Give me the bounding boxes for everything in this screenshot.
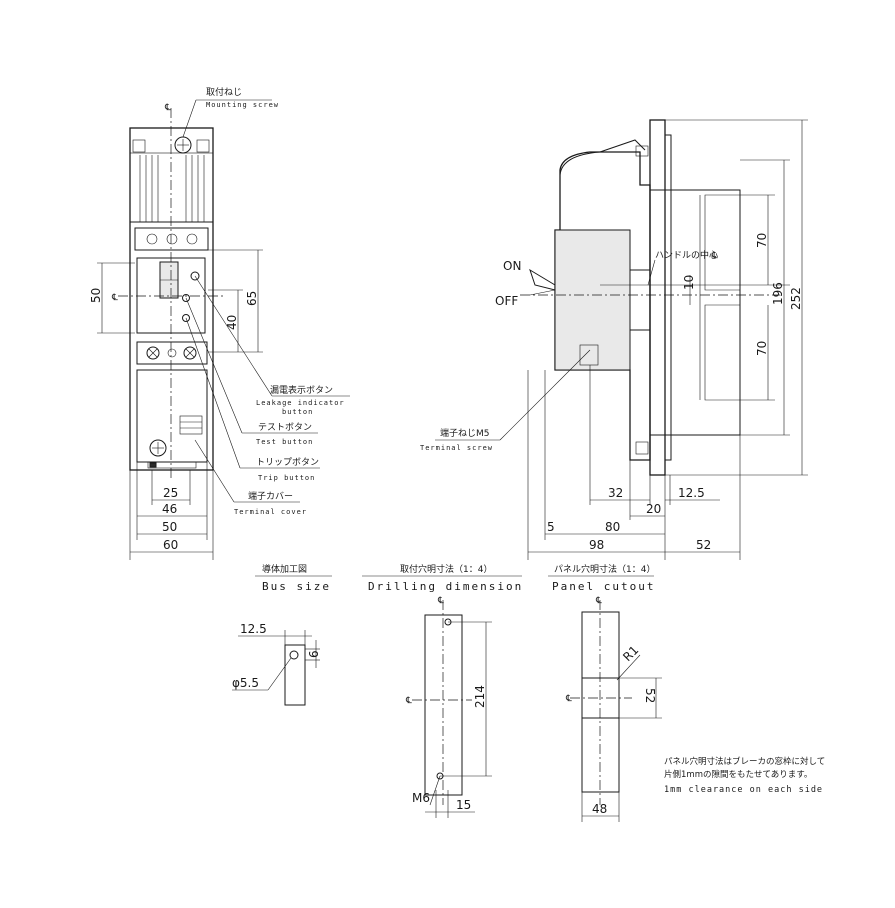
handle-on-position [529,268,556,291]
label-test-en: Test button [256,438,313,446]
drill-centerline-mark: ℄ [437,596,444,606]
front-body-outline [129,127,214,471]
dim-side-5: 5 [547,520,555,534]
leakage-indicator-button [190,271,200,281]
dim-side-12-5: 12.5 [678,486,705,500]
panel-title-jp: パネル穴明寸法（1：4） [554,563,655,575]
panel-centerline-mark: ℄ [595,596,602,606]
dim-side-70-top: 70 [755,233,769,248]
bus-size-detail: 導体加工図 Bus size 12.5 6 φ5.5 [232,563,332,706]
label-leakage-en-1: Leakage indicator [256,399,345,407]
bus-hole [289,650,299,660]
drill-title-jp: 取付穴明寸法（1：4） [400,563,492,575]
front-cooling-fins [130,155,213,223]
bus-title-en: Bus size [262,580,331,593]
panel-centerline-mark-h: ℄ [565,694,572,704]
dim-side-80: 80 [605,520,620,534]
side-terminal-screw [579,344,599,366]
panel-window [581,677,620,719]
dim-side-252: 252 [789,287,803,310]
note-line-3: 1mm clearance on each side [664,785,823,795]
dim-side-98: 98 [589,538,604,552]
upper-terminal-block [134,227,209,251]
side-mounting-plate [649,119,666,476]
side-body-lower [554,229,631,371]
label-on: ON [503,259,521,273]
label-mounting-screw-jp: 取付ねじ [206,87,242,98]
panel-cutout-detail: パネル穴明寸法（1：4） Panel cutout ℄ ℄ R1 52 48 [548,563,662,822]
test-button [182,294,190,302]
side-view: ON OFF ハンドルの中心 ℄ 端子ねじM5 Terminal screw 7… [420,119,808,560]
dim-side-32: 32 [608,486,623,500]
front-centerline-mark: ℄ [164,103,171,113]
panel-dim-48: 48 [592,802,607,816]
dim-side-70-bottom: 70 [755,341,769,356]
drill-title-en: Drilling dimension [368,580,523,593]
dim-side-196: 196 [771,282,785,305]
mounting-screw-bottom [149,439,167,457]
dim-front-60: 60 [163,538,178,552]
bus-dim-dia: φ5.5 [232,676,259,690]
label-off: OFF [495,294,518,308]
dim-side-20: 20 [646,502,661,516]
label-cover-en: Terminal cover [234,508,307,516]
side-front-face [649,189,741,436]
label-test-jp: テストボタン [258,422,312,433]
panel-note: パネル穴明寸法はブレーカの窓枠に対して 片側1mmの隙間をもたせてあります。 1… [664,756,825,795]
side-handle-base [629,269,651,331]
label-terminal-screw-jp: 端子ねじM5 [440,427,490,439]
label-handle-center-mark: ℄ [711,251,718,261]
front-view: ℄ ℄ 50 65 40 25 46 50 60 取付ねじ Mo [89,87,350,560]
dim-front-25: 25 [163,486,178,500]
lower-terminal-block [136,341,208,365]
drill-dim-15: 15 [456,798,471,812]
note-line-1: パネル穴明寸法はブレーカの窓枠に対して [664,756,825,767]
drill-dim-214: 214 [473,685,487,708]
bus-dim-12-5: 12.5 [240,622,267,636]
label-mounting-screw-en: Mounting screw [206,101,279,109]
dim-front-50-left: 50 [89,288,103,303]
bus-dim-6: 6 [307,650,321,658]
drill-outline [424,614,463,796]
panel-title-en: Panel cutout [552,580,655,593]
front-centerline-mark-h: ℄ [111,293,118,303]
label-leakage-jp: 漏電表示ボタン [270,384,333,396]
drilling-detail: 取付穴明寸法（1：4） Drilling dimension ℄ ℄ 214 M… [362,563,523,818]
dim-front-65: 65 [245,291,259,306]
panel-dim-52: 52 [643,688,657,703]
dim-side-52: 52 [696,538,711,552]
trip-button [182,314,190,322]
panel-outline [581,611,620,793]
panel-dim-r1: R1 [620,643,641,664]
label-leakage-en-2: button [282,408,313,416]
drill-centerline-mark-h: ℄ [405,696,412,706]
label-cover-jp: 端子カバー [248,490,293,502]
bus-bar-outline [284,644,306,706]
bus-title-jp: 導体加工図 [262,563,307,575]
label-trip-en: Trip button [258,474,315,482]
dim-side-10: 10 [682,275,696,290]
front-top-cap [129,127,214,154]
dim-front-46: 46 [162,502,177,516]
note-line-2: 片側1mmの隙間をもたせてあります。 [664,769,812,780]
label-terminal-screw-en: Terminal screw [420,444,493,452]
label-trip-jp: トリップボタン [256,457,319,468]
dim-front-50-bottom: 50 [162,520,177,534]
label-handle-center: ハンドルの中心 [655,249,718,261]
dim-front-40: 40 [225,315,239,330]
drill-dim-m6: M6 [412,791,430,805]
